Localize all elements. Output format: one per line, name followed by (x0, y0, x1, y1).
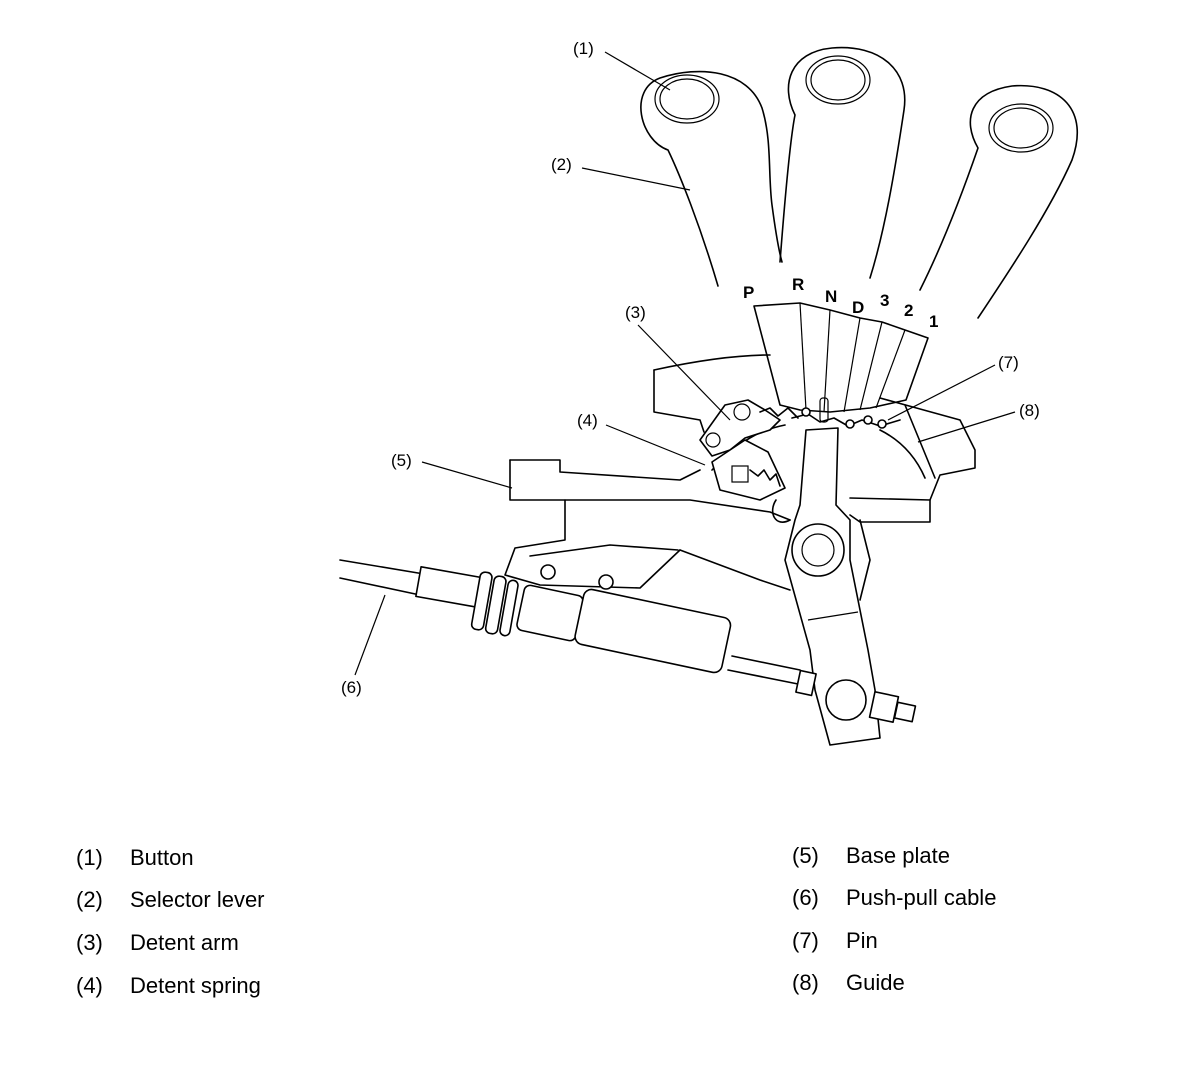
gear-position-plate (753, 302, 929, 413)
legend-number: (6) (792, 885, 819, 910)
detent-spring (711, 439, 791, 523)
selector-lever-right (919, 84, 1078, 319)
callout-5: (5) (391, 451, 412, 470)
legend-number: (2) (76, 887, 103, 912)
selector-lever-middle (779, 46, 906, 279)
legend-name: Selector lever (130, 887, 265, 912)
gear-label-r: R (792, 275, 804, 294)
leader-lines (354, 51, 1016, 676)
legend-name: Base plate (846, 843, 950, 868)
callout-3: (3) (625, 303, 646, 322)
legend-name: Detent spring (130, 973, 261, 998)
gear-label-n: N (825, 287, 837, 306)
legend-name: Push-pull cable (846, 885, 997, 910)
push-pull-cable (339, 559, 917, 724)
shift-linkage-diagram: (1) (2) (3) (4) (5) (6) (7) (8) P R N D … (339, 39, 1078, 746)
gear-label-2: 2 (904, 301, 913, 320)
legend-number: (1) (76, 845, 103, 870)
guide (791, 397, 926, 479)
legend-name: Guide (846, 970, 905, 995)
callout-7: (7) (998, 353, 1019, 372)
gear-label-d: D (852, 298, 864, 317)
callout-1: (1) (573, 39, 594, 58)
callout-2: (2) (551, 155, 572, 174)
legend-name: Pin (846, 928, 878, 953)
gear-label-3: 3 (880, 291, 889, 310)
callout-4: (4) (577, 411, 598, 430)
cable-bracket (504, 499, 791, 591)
base-plate (509, 354, 976, 601)
legend-number: (8) (792, 970, 819, 995)
selector-lever-lower (784, 427, 881, 746)
selector-lever-left (640, 70, 783, 287)
callout-6: (6) (341, 678, 362, 697)
gear-label-p: P (743, 283, 754, 302)
detent-arm (699, 399, 799, 457)
legend-number: (7) (792, 928, 819, 953)
pins (801, 407, 887, 429)
legend-name: Button (130, 845, 194, 870)
legend-number: (4) (76, 973, 103, 998)
legend-number: (3) (76, 930, 103, 955)
legend-number: (5) (792, 843, 819, 868)
callout-8: (8) (1019, 401, 1040, 420)
gear-label-1: 1 (929, 312, 938, 331)
legend-name: Detent arm (130, 930, 239, 955)
